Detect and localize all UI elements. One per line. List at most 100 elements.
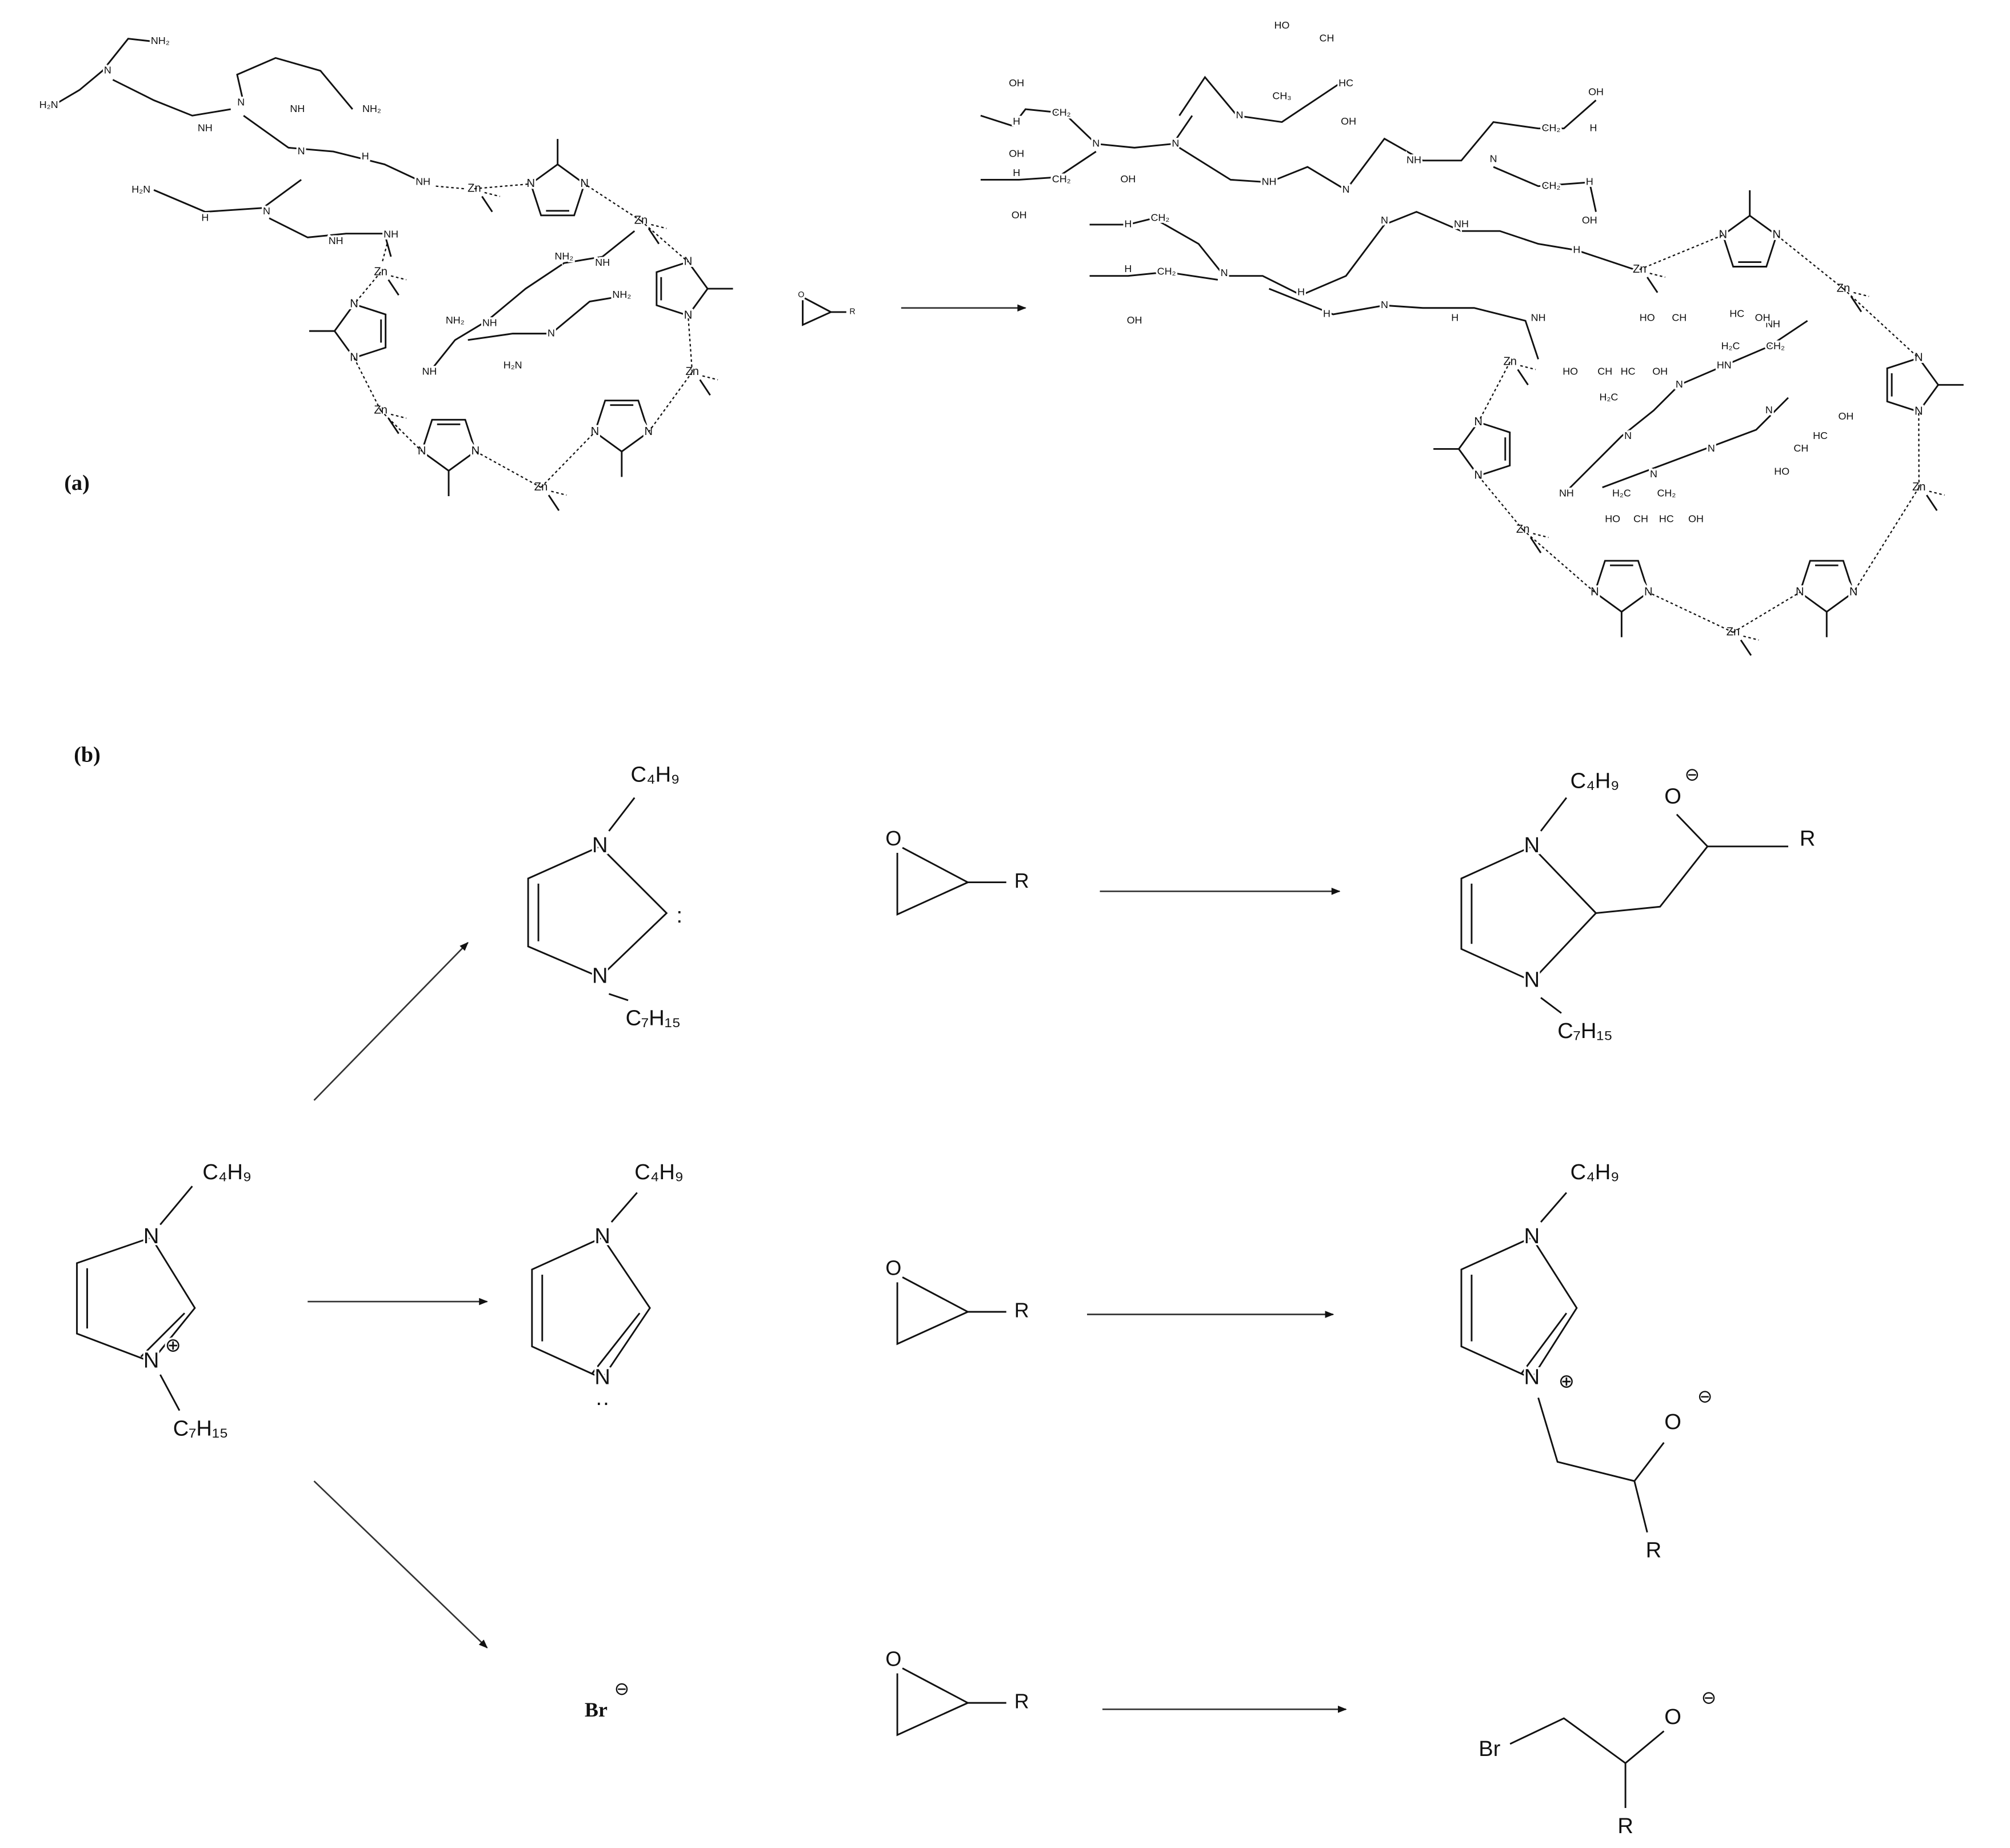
nitrogen-label: N xyxy=(263,205,270,217)
amine-label: NH xyxy=(1262,176,1277,187)
alkoxide-chain xyxy=(1537,1397,1665,1482)
amine-label: NH xyxy=(198,122,213,133)
wedge-bond xyxy=(1850,296,1863,313)
hydroxyl-label: OH xyxy=(1009,77,1024,89)
nitrogen-label: N xyxy=(592,833,608,857)
hydroxyl-label: HO xyxy=(1605,513,1620,525)
hash-bond xyxy=(1743,635,1759,641)
nitrogen-label: N xyxy=(1650,468,1657,480)
amine-label: H xyxy=(1323,308,1330,320)
methylene-label: CH₂ xyxy=(1657,488,1676,499)
chain-bond xyxy=(467,294,629,341)
methylene-label: CH₂ xyxy=(1542,122,1561,133)
hydroxyl-label: OH xyxy=(1652,366,1668,377)
hash-bond xyxy=(390,275,407,281)
amine-label: H xyxy=(1124,263,1132,274)
wedge-bond xyxy=(1647,277,1659,293)
coordination-bond xyxy=(1853,487,1920,593)
amine-label: H xyxy=(1590,122,1597,133)
nitrogen-label: N xyxy=(1342,183,1350,195)
amine-label: H₂N xyxy=(504,359,522,370)
imidazole-ring xyxy=(594,400,650,453)
zinc-label: Zn xyxy=(1503,355,1517,368)
coordination-bond xyxy=(435,185,465,190)
hydroxyl-label: HO xyxy=(1640,312,1655,323)
amine-label: NH xyxy=(329,235,343,246)
amine-label: NH xyxy=(1531,312,1546,323)
wedge-bond xyxy=(387,279,399,296)
nitrogen-label: N xyxy=(1719,229,1727,241)
imidazole-ring xyxy=(421,418,477,472)
coordination-bond xyxy=(648,372,693,433)
nitrogen-label: N xyxy=(471,445,480,457)
wedge-bond xyxy=(1740,639,1752,656)
hash-bond xyxy=(1649,273,1665,278)
butyl-label: C₄H₉ xyxy=(1571,1160,1620,1184)
methylene-label: CH₂ xyxy=(1052,173,1071,185)
chain-bond xyxy=(980,150,1097,181)
amine-label: NH xyxy=(595,257,610,268)
coordination-bond xyxy=(381,244,388,264)
amine-label: H₂N xyxy=(131,183,150,195)
bromide-label: Br xyxy=(585,1698,608,1721)
coordination-bond xyxy=(1732,592,1800,633)
imidazole-ring xyxy=(1457,421,1511,477)
chain-bond xyxy=(269,217,392,257)
heptyl-bond xyxy=(608,993,629,1001)
hash-bond xyxy=(390,413,407,419)
methine-label: CH xyxy=(1320,32,1334,43)
hydroxyl-label: OH xyxy=(1127,314,1142,326)
hydroxyl-label: OH xyxy=(1012,209,1027,221)
wedge-bond xyxy=(387,417,399,434)
chain-bond xyxy=(1602,397,1789,489)
nitrogen-label: N xyxy=(1172,137,1179,149)
nitrogen-lone-pair: ·· xyxy=(595,1391,609,1415)
hash-bond xyxy=(1520,365,1536,370)
amine-label: NH₂ xyxy=(554,250,573,262)
amine-label: H₂N xyxy=(39,99,58,110)
chain-bond xyxy=(112,79,231,117)
negative-charge: ⊖ xyxy=(1701,1688,1716,1708)
butyl-bond xyxy=(159,1186,193,1226)
chain-bond xyxy=(1089,210,1635,296)
nitrogen-label: N xyxy=(548,327,555,338)
coordination-bond xyxy=(687,315,693,372)
double-bond xyxy=(140,1312,186,1358)
amine-label: H xyxy=(362,150,369,162)
nitrogen-label: N xyxy=(1624,430,1632,441)
amine-label: NH xyxy=(290,103,305,114)
nitrogen-label: N xyxy=(1524,833,1540,857)
r-bond xyxy=(1633,1480,1648,1533)
epoxide-reagent-a xyxy=(802,297,833,326)
heptyl-bond xyxy=(159,1374,181,1411)
nitrogen-label: N xyxy=(591,425,600,438)
nitrogen-label: N xyxy=(526,177,535,190)
amine-label: NH xyxy=(415,176,430,187)
amine-label: NH xyxy=(1765,318,1780,330)
negative-charge: ⊖ xyxy=(1697,1387,1712,1407)
positive-charge: ⊕ xyxy=(165,1335,181,1356)
r-group-label: R xyxy=(1617,1814,1633,1838)
epoxide-ring-1 xyxy=(896,847,970,916)
oxygen-label: O xyxy=(1664,1410,1681,1434)
chain-bond xyxy=(1178,99,1597,191)
amine-label: NH₂ xyxy=(446,314,465,326)
oxygen-label: O xyxy=(885,827,901,850)
nitrogen-label: N xyxy=(1490,153,1497,164)
heptyl-label: C₇H₁₅ xyxy=(626,1006,681,1031)
methine-label: HC xyxy=(1659,513,1674,525)
r-group-label: R xyxy=(1014,869,1029,892)
butyl-bond xyxy=(610,1192,638,1223)
chain-bond xyxy=(1269,288,1539,360)
methine-label: HC xyxy=(1813,430,1828,441)
nitrogen-label: N xyxy=(1236,109,1243,121)
alkoxide-chain xyxy=(1509,1717,1665,1765)
hydroxyl-label: OH xyxy=(1755,312,1771,323)
epoxide-ring-2 xyxy=(896,1276,970,1346)
reaction-arrow xyxy=(313,1480,488,1649)
hash-bond xyxy=(551,490,567,496)
coordination-bond xyxy=(1639,234,1724,270)
butyl-label: C₄H₉ xyxy=(634,1160,684,1184)
imidazole-ring xyxy=(1886,357,1940,413)
